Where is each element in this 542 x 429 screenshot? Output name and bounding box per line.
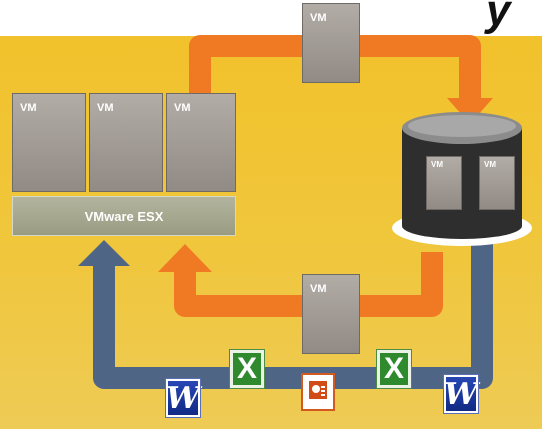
stored-vm-2: VM <box>479 156 515 210</box>
excel-spreadsheet-icon: X <box>229 349 265 389</box>
top-migration-arrowhead <box>447 98 493 124</box>
esx-host-label: VMware ESX <box>84 208 164 224</box>
migrating-vm-top: VM <box>302 3 360 83</box>
host-vm-1: VM <box>12 93 86 192</box>
host-vm-2: VM <box>89 93 163 192</box>
esx-host-bar: VMware ESX <box>12 196 236 236</box>
restore-loop-arrow <box>93 240 493 389</box>
migrating-vm-bottom: VM <box>302 274 360 354</box>
stored-vm-1: VM <box>426 156 462 210</box>
title-fragment: y <box>486 0 511 35</box>
host-vm-3: VM <box>166 93 236 192</box>
bottom-migration-arrowhead <box>158 244 212 272</box>
word-document-icon: W <box>443 374 479 414</box>
word-document-icon: W <box>165 378 201 418</box>
powerpoint-presentation-icon <box>301 373 335 411</box>
excel-spreadsheet-icon: X <box>376 349 412 389</box>
restore-arrowhead <box>78 240 130 266</box>
